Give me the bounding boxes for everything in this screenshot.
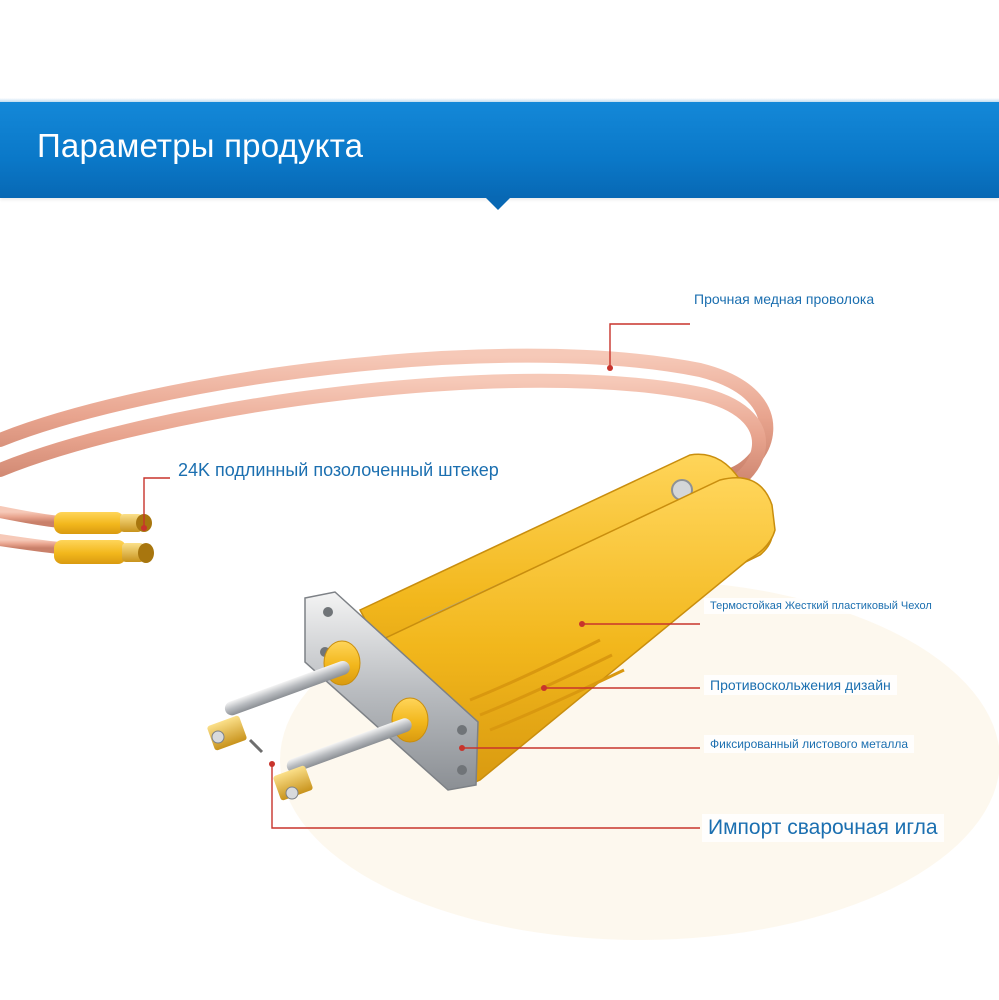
cable-lower-2 [0, 534, 66, 554]
rod-lower [286, 718, 412, 773]
header-band [0, 98, 999, 198]
callout-copper-wire: Прочная медная проволока [688, 289, 881, 309]
callout-gold-plug: 24K подлинный позолоченный штекер [172, 458, 505, 483]
collar-lower [391, 697, 429, 743]
callout-plastic-shell: Термостойкая Жесткий пластиковый Чехол [704, 598, 938, 614]
sheet-metal-plate [304, 591, 479, 791]
page-title: Параметры продукта [37, 127, 364, 164]
header-notch [484, 196, 512, 210]
callout-sheet-metal: Фиксированный листового металла [704, 735, 915, 753]
gold-plug-1 [54, 512, 152, 534]
cable-upper-2 [0, 373, 766, 499]
leader-lines [143, 323, 700, 829]
weld-tip-upper [207, 715, 264, 754]
callout-welding-needle: Импорт сварочная игла [702, 814, 944, 842]
cable-lower [0, 506, 66, 528]
gold-plug-2 [54, 540, 154, 564]
leader-dots [141, 365, 613, 767]
callout-anti-slip: Противоскольжения дизайн [704, 675, 897, 695]
rod-upper [224, 660, 350, 716]
weld-tip-lower [273, 765, 313, 801]
